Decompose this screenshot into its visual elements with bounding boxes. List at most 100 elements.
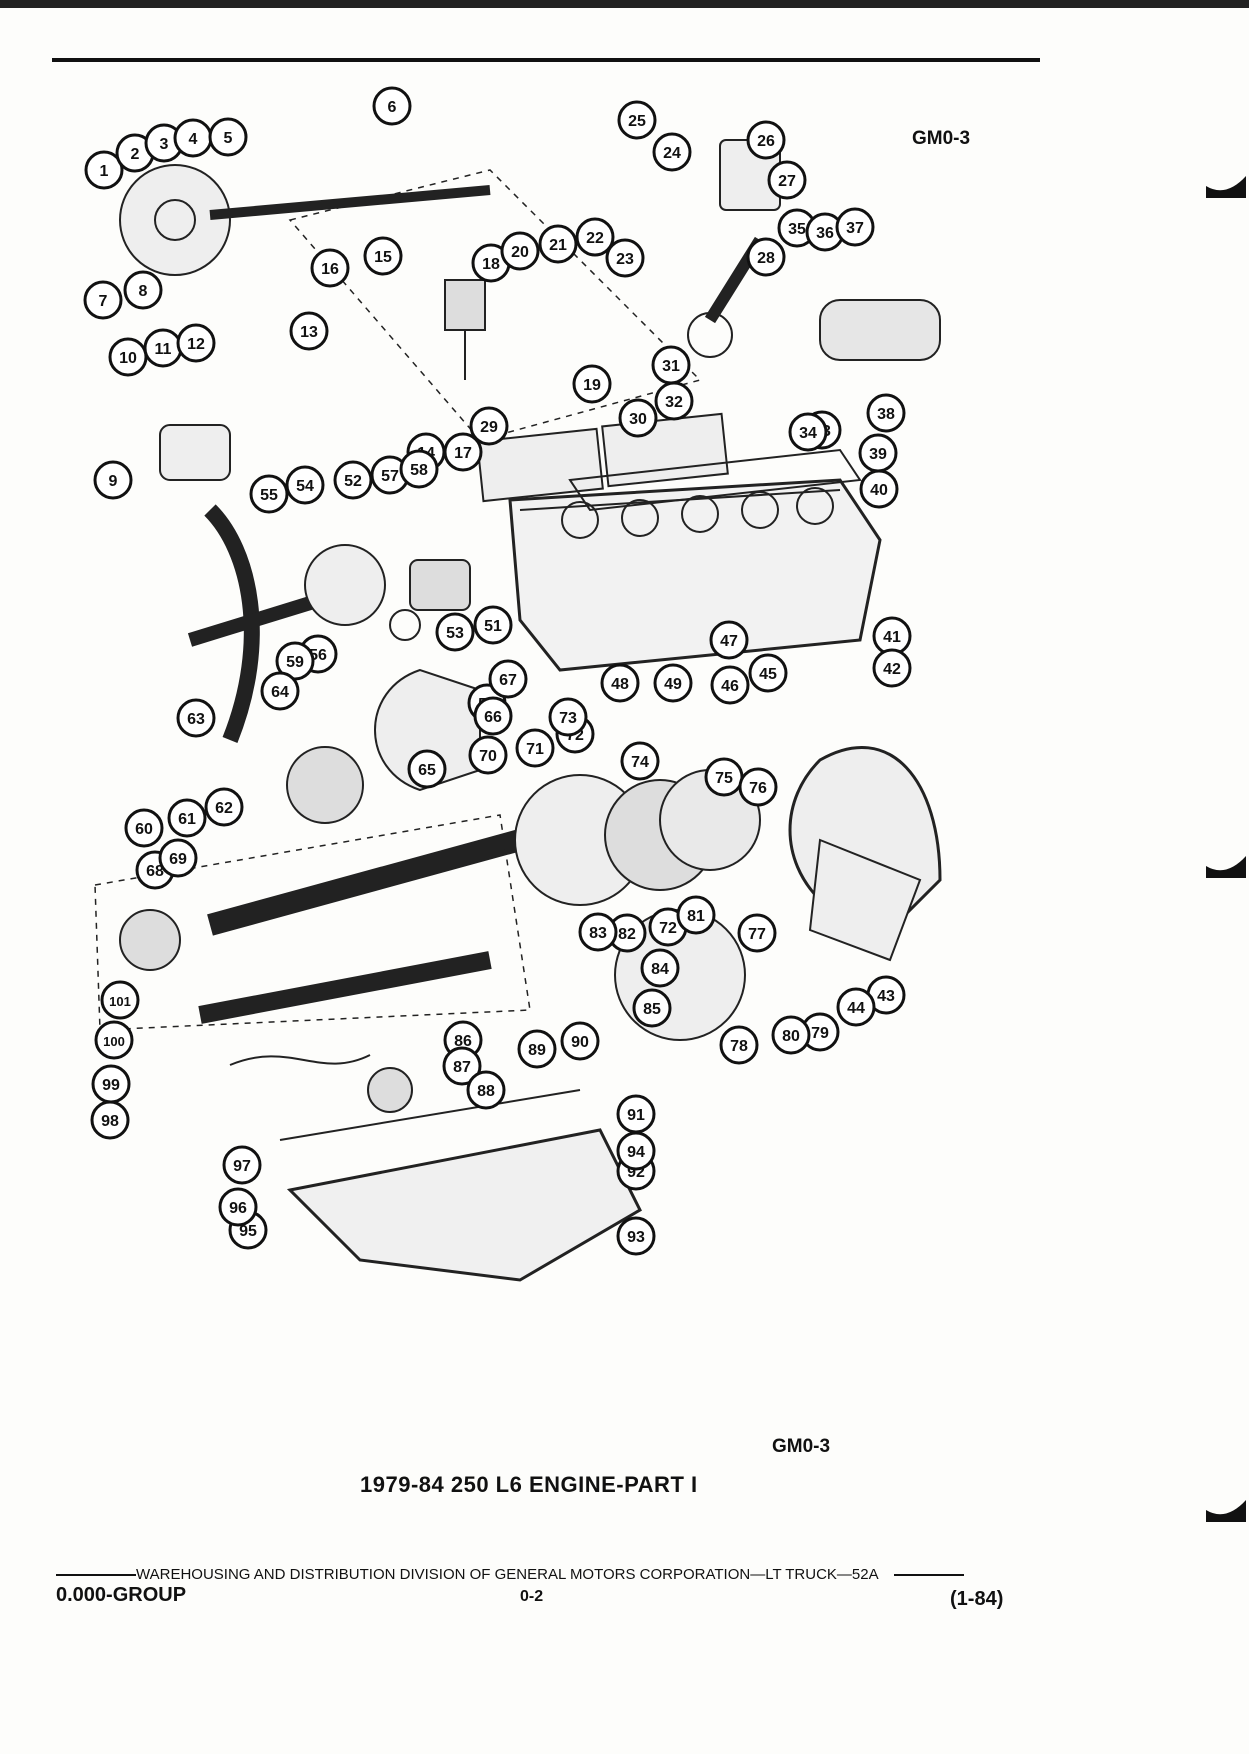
callout-circle (372, 86, 412, 126)
callout-label: 27 (778, 173, 796, 190)
callout-label: 62 (215, 800, 233, 817)
callout-label: 82 (618, 926, 636, 943)
callout-label: 20 (511, 244, 529, 261)
part-callouts: 1234567891011121314151617181920212223242… (83, 86, 912, 1256)
callout-86: 85 (632, 988, 672, 1028)
callout-89: 88 (466, 1070, 506, 1110)
callout-label: 44 (847, 1000, 865, 1017)
callout-label: 91 (627, 1107, 645, 1124)
callout-32: 32 (654, 381, 694, 421)
callout-60: 60 (124, 808, 164, 848)
callout-circle (575, 217, 615, 257)
callout-circle (748, 653, 788, 693)
callout-31: 31 (651, 345, 691, 385)
callout-22: 22 (575, 217, 615, 257)
callout-circle (737, 913, 777, 953)
callout-label: 70 (479, 748, 497, 765)
callout-label: 34 (799, 425, 817, 442)
engine-exploded-diagram: 1234567891011121314151617181920212223242… (83, 86, 942, 1282)
binder-clip-mark-1 (1206, 176, 1246, 198)
callout-circle (746, 120, 786, 160)
callout-label: 81 (687, 908, 705, 925)
callout-circle (653, 663, 693, 703)
callout-circle (746, 237, 786, 277)
callout-circle (399, 449, 439, 489)
footer-rule-right (893, 1574, 964, 1577)
callout-circle (435, 612, 475, 652)
callout-64: 64 (260, 671, 300, 711)
callout-34: 34 (788, 412, 828, 452)
callout-circle (719, 1025, 759, 1065)
callout-75: 74 (620, 741, 660, 781)
callout-label: 95 (239, 1223, 257, 1240)
callout-label: 8 (139, 283, 148, 300)
callout-label: 87 (453, 1059, 471, 1076)
callout-15: 15 (363, 236, 403, 276)
figure-caption: 1979-84 250 L6 ENGINE-PART I (360, 1472, 698, 1497)
callout-90: 89 (517, 1029, 557, 1069)
callout-101: 100 (94, 1020, 134, 1060)
footer-publisher: WAREHOUSING AND DISTRIBUTION DIVISION OF… (56, 1566, 964, 1583)
callout-label: 15 (374, 249, 392, 266)
callout-circle (600, 663, 640, 703)
callout-label: 76 (749, 780, 767, 797)
callout-circle (468, 735, 508, 775)
callout-circle (310, 248, 350, 288)
callout-9: 9 (93, 460, 133, 500)
figure-ref-bottom: GM0-3 (772, 1436, 831, 1457)
callout-label: 3 (160, 136, 169, 153)
callout-label: 41 (883, 629, 901, 646)
callout-circle (123, 270, 163, 310)
callout-59: 59 (275, 641, 315, 681)
callout-circle (407, 749, 447, 789)
callout-label: 71 (526, 741, 544, 758)
callout-16: 16 (310, 248, 350, 288)
callout-circle (560, 1021, 600, 1061)
callout-49: 49 (653, 663, 693, 703)
callout-circle (84, 150, 124, 190)
callout-label: 55 (260, 487, 278, 504)
callout-67: 67 (488, 659, 528, 699)
callout-circle (710, 665, 750, 705)
callout-label: 2 (131, 146, 140, 163)
callout-99: 98 (90, 1100, 130, 1140)
callout-37: 37 (835, 207, 875, 247)
callout-circle (859, 469, 899, 509)
callout-38: 38 (866, 393, 906, 433)
callout-circle (605, 238, 645, 278)
callout-circle (836, 987, 876, 1027)
callout-label: 65 (418, 762, 436, 779)
callout-circle (473, 696, 513, 736)
callout-label: 6 (388, 99, 397, 116)
callout-10: 10 (108, 337, 148, 377)
callout-100: 99 (91, 1064, 131, 1104)
callout-label: 23 (616, 251, 634, 268)
callout-79: 78 (719, 1025, 759, 1065)
callout-65: 65 (407, 749, 447, 789)
callout-label: 78 (730, 1038, 748, 1055)
callout-circle (767, 160, 807, 200)
parts-line-art (94, 139, 942, 1282)
callout-label: 63 (187, 711, 205, 728)
callout-97: 96 (218, 1187, 258, 1227)
callout-circle (158, 838, 198, 878)
callout-label: 83 (589, 925, 607, 942)
callout-label: 31 (662, 358, 680, 375)
callout-69: 69 (158, 838, 198, 878)
callout-circle (788, 412, 828, 452)
callout-94: 93 (616, 1216, 656, 1256)
callout-label: 46 (721, 678, 739, 695)
callout-label: 32 (665, 394, 683, 411)
callout-label: 90 (571, 1034, 589, 1051)
callout-label: 30 (629, 411, 647, 428)
callout-label: 72 (659, 920, 677, 937)
callout-label: 98 (101, 1113, 119, 1130)
callout-label: 13 (300, 324, 318, 341)
figure-ref-top: GM0-3 (912, 128, 971, 149)
callout-label: 28 (757, 250, 775, 267)
callout-label: 68 (146, 863, 164, 880)
callout-85: 84 (640, 948, 680, 988)
callout-label: 29 (480, 419, 498, 436)
callout-label: 67 (499, 672, 517, 689)
callout-label: 79 (811, 1025, 829, 1042)
